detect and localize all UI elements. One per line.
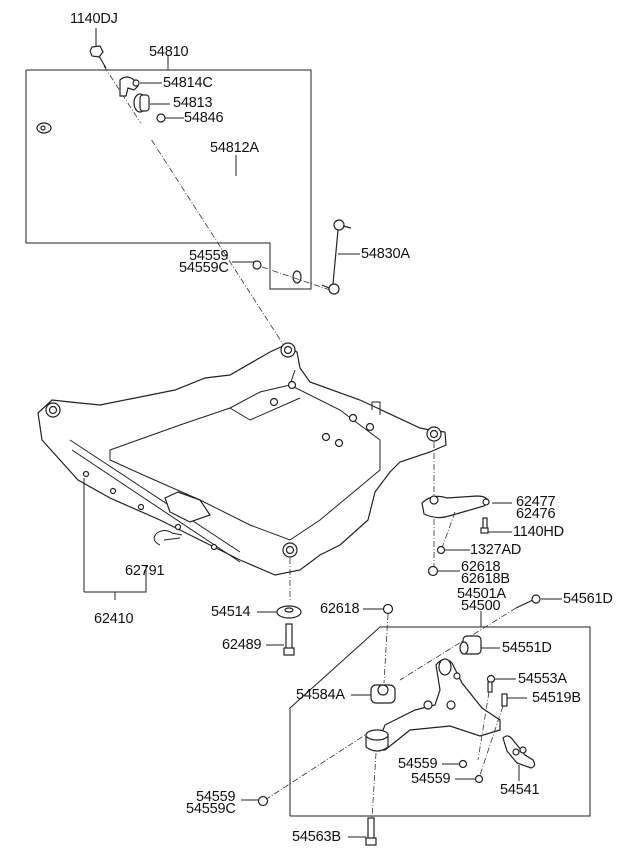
label-1140dj[interactable]: 1140DJ: [70, 11, 118, 27]
label-54514[interactable]: 54514: [211, 604, 251, 620]
label-54553a[interactable]: 54553A: [518, 671, 567, 687]
clip-62791-icon: [153, 530, 183, 546]
label-54559-left[interactable]: 54559: [196, 789, 236, 805]
label-62618-upper[interactable]: 62618: [461, 559, 501, 575]
bolt-62489-icon: [266, 623, 295, 656]
label-54810[interactable]: 54810: [149, 44, 189, 60]
label-54813[interactable]: 54813: [173, 95, 213, 111]
bolt-54563b-icon: [348, 817, 377, 846]
label-62791[interactable]: 62791: [125, 563, 165, 579]
subframe-62410-icon: [37, 342, 447, 600]
nut-1327ad-icon: [436, 511, 470, 555]
label-54559-upper[interactable]: 54559: [189, 248, 229, 264]
label-62410[interactable]: 62410: [94, 611, 134, 627]
label-62618b[interactable]: 62618B: [461, 571, 510, 587]
lower-arm-54500-icon: [374, 658, 501, 751]
label-54559-mid[interactable]: 54559: [398, 756, 438, 772]
bolt-1140hd-icon: [480, 517, 512, 534]
nut-54559-low-icon: [455, 774, 484, 784]
assembly-dash-line: [103, 65, 291, 356]
label-54501a[interactable]: 54501A: [457, 586, 506, 602]
label-1140hd[interactable]: 1140HD: [513, 524, 564, 540]
bushing-54584a-icon: [351, 684, 396, 704]
label-54563b[interactable]: 54563B: [292, 829, 341, 845]
label-54519b[interactable]: 54519B: [532, 690, 581, 706]
bushing-cup-icon: [264, 729, 389, 819]
nut-62618-lower-icon: [363, 603, 394, 684]
bracket-54814c-icon: [119, 76, 162, 97]
label-54584a[interactable]: 54584A: [296, 687, 345, 703]
bolt-1140dj-icon: [89, 28, 107, 69]
stabilizer-bar-54812a-icon: [36, 112, 302, 284]
label-54812a[interactable]: 54812A: [210, 140, 259, 156]
label-54541[interactable]: 54541: [500, 782, 540, 798]
nut-54846-icon: [156, 113, 184, 123]
label-62477[interactable]: 62477: [516, 494, 556, 510]
nut-62618-upper-icon: [427, 565, 460, 577]
nut-54559-left-icon: [241, 795, 269, 807]
label-62489[interactable]: 62489: [222, 637, 262, 653]
mount-62477-icon: [421, 442, 512, 570]
label-62476[interactable]: 62476: [516, 506, 556, 522]
bushing-54813-icon: [133, 93, 170, 113]
label-54846[interactable]: 54846: [184, 110, 224, 126]
nut-54559-upper-icon: [232, 260, 331, 291]
label-1327ad[interactable]: 1327AD: [470, 542, 522, 558]
label-54830a[interactable]: 54830A: [361, 246, 410, 262]
label-62618-lower[interactable]: 62618: [320, 601, 360, 617]
nut-54559-mid-icon: [442, 759, 468, 769]
bolt-54519b-icon: [479, 693, 527, 776]
label-54559c-upper[interactable]: 54559C: [179, 260, 229, 276]
bushing-54551d-icon: [459, 635, 500, 655]
bolt-54561d-icon: [399, 594, 562, 681]
label-54551d[interactable]: 54551D: [502, 640, 552, 656]
stabilizer-group-box: [25, 69, 312, 290]
label-54500[interactable]: 54500: [461, 598, 501, 614]
label-54559-low[interactable]: 54559: [411, 771, 451, 787]
label-54814c[interactable]: 54814C: [163, 75, 213, 91]
washer-54514-icon: [257, 605, 302, 619]
bolt-54553a-icon: [477, 674, 516, 761]
label-54561d[interactable]: 54561D: [563, 591, 613, 607]
label-54559c-left[interactable]: 54559C: [186, 801, 236, 817]
ball-joint-54541-icon: [502, 735, 536, 781]
stabilizer-link-54830a-icon: [321, 219, 360, 295]
